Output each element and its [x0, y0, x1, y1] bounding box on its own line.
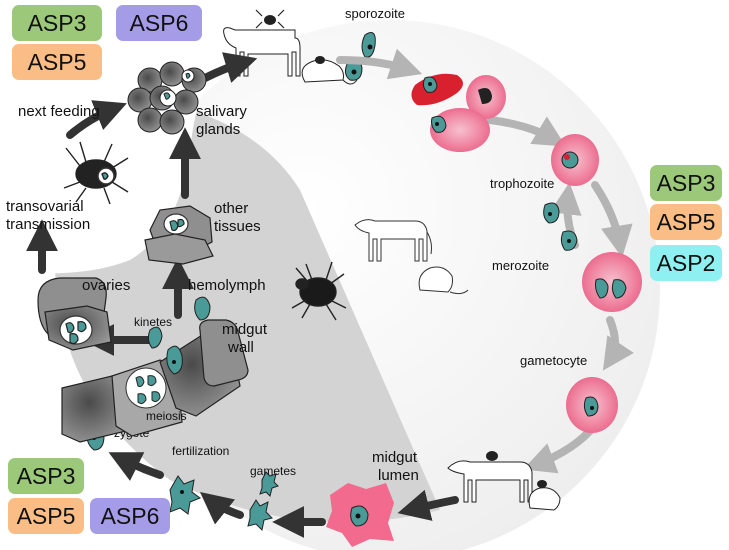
asp5-badge-bottom: ASP5: [8, 498, 84, 534]
kinete-cell-2: [147, 326, 163, 349]
merozoite-cell-2: [560, 230, 578, 251]
label-midgut-wall-1: midgut: [222, 321, 268, 338]
label-hemolymph: hemolymph: [188, 277, 266, 294]
label-sporozoite: sporozoite: [345, 6, 405, 21]
gamete-cell-2: [259, 471, 279, 497]
label-trophozoite: trophozoite: [490, 176, 554, 191]
label-merozoite: merozoite: [492, 258, 549, 273]
kinete-cell: [166, 345, 183, 375]
mouse-top-icon: [301, 59, 358, 85]
cow-top-icon: [223, 27, 301, 77]
label-next-feeding: next feeding: [18, 103, 100, 120]
tick-on-cow-bottom-icon: [486, 451, 498, 461]
meiosis-vacuole: [125, 367, 167, 409]
label-ovaries: ovaries: [82, 277, 130, 294]
asp3-badge-top: ASP3: [12, 5, 102, 41]
tick-cycle-arrows: [26, 52, 459, 538]
midgut-lumen-rbc: [326, 483, 394, 547]
tick-center-icon: [291, 261, 347, 321]
tick-on-mouse-icon: [315, 56, 325, 64]
asp5-badge-top: ASP5: [12, 44, 102, 80]
rbc-sporozoite-entry: [466, 75, 506, 119]
ovary-cells: [37, 277, 112, 351]
cow-bottom-icon: [447, 460, 533, 503]
asp5-badge-right: ASP5: [650, 204, 722, 240]
label-other-tissues-2: tissues: [214, 218, 261, 235]
label-gametocyte: gametocyte: [520, 353, 587, 368]
label-transovarial-1: transovarial: [6, 198, 84, 215]
label-salivary-glands-2: glands: [196, 121, 240, 138]
asp3-badge-right: ASP3: [650, 165, 722, 201]
label-other-tissues-1: other: [214, 200, 248, 217]
label-kinetes: kinetes: [134, 315, 172, 329]
salivary-gland-cells: [127, 61, 207, 135]
asp6-badge-top: ASP6: [116, 5, 202, 41]
cow-center-icon: [354, 219, 432, 262]
mouse-bottom-icon: [528, 487, 561, 511]
hemolymph-kinete: [194, 296, 211, 321]
label-midgut-lumen-1: midgut: [372, 449, 418, 466]
tick-on-cow-icon: [255, 9, 285, 29]
label-fertilization: fertilization: [172, 444, 229, 458]
other-tissue-cells: [144, 205, 214, 265]
engorged-tick-icon: [63, 141, 129, 205]
fertilization-cell: [169, 475, 202, 515]
asp2-badge-right: ASP2: [650, 245, 722, 281]
label-midgut-lumen-2: lumen: [378, 467, 419, 484]
label-meiosis: meiosis: [146, 409, 187, 423]
rbc-gametocyte: [566, 377, 618, 433]
asp3-badge-bottom: ASP3: [8, 458, 84, 494]
rbc-invading: [430, 108, 490, 152]
label-gametes: gametes: [250, 464, 296, 478]
asp6-badge-bottom: ASP6: [90, 498, 170, 534]
label-salivary-glands-1: salivary: [196, 103, 247, 120]
gamete-cell: [247, 499, 273, 532]
sporozoite-cell: [361, 32, 376, 58]
rbc-merozoites: [582, 252, 642, 312]
label-transovarial-2: transmission: [6, 216, 90, 233]
rbc-trophozoite: [551, 134, 599, 186]
mouse-center-icon: [418, 266, 469, 295]
label-midgut-wall-2: wall: [227, 339, 254, 356]
tick-on-mouse-bottom-icon: [537, 480, 547, 488]
merozoite-cell: [543, 202, 560, 224]
infected-rbc-red: [411, 73, 463, 106]
